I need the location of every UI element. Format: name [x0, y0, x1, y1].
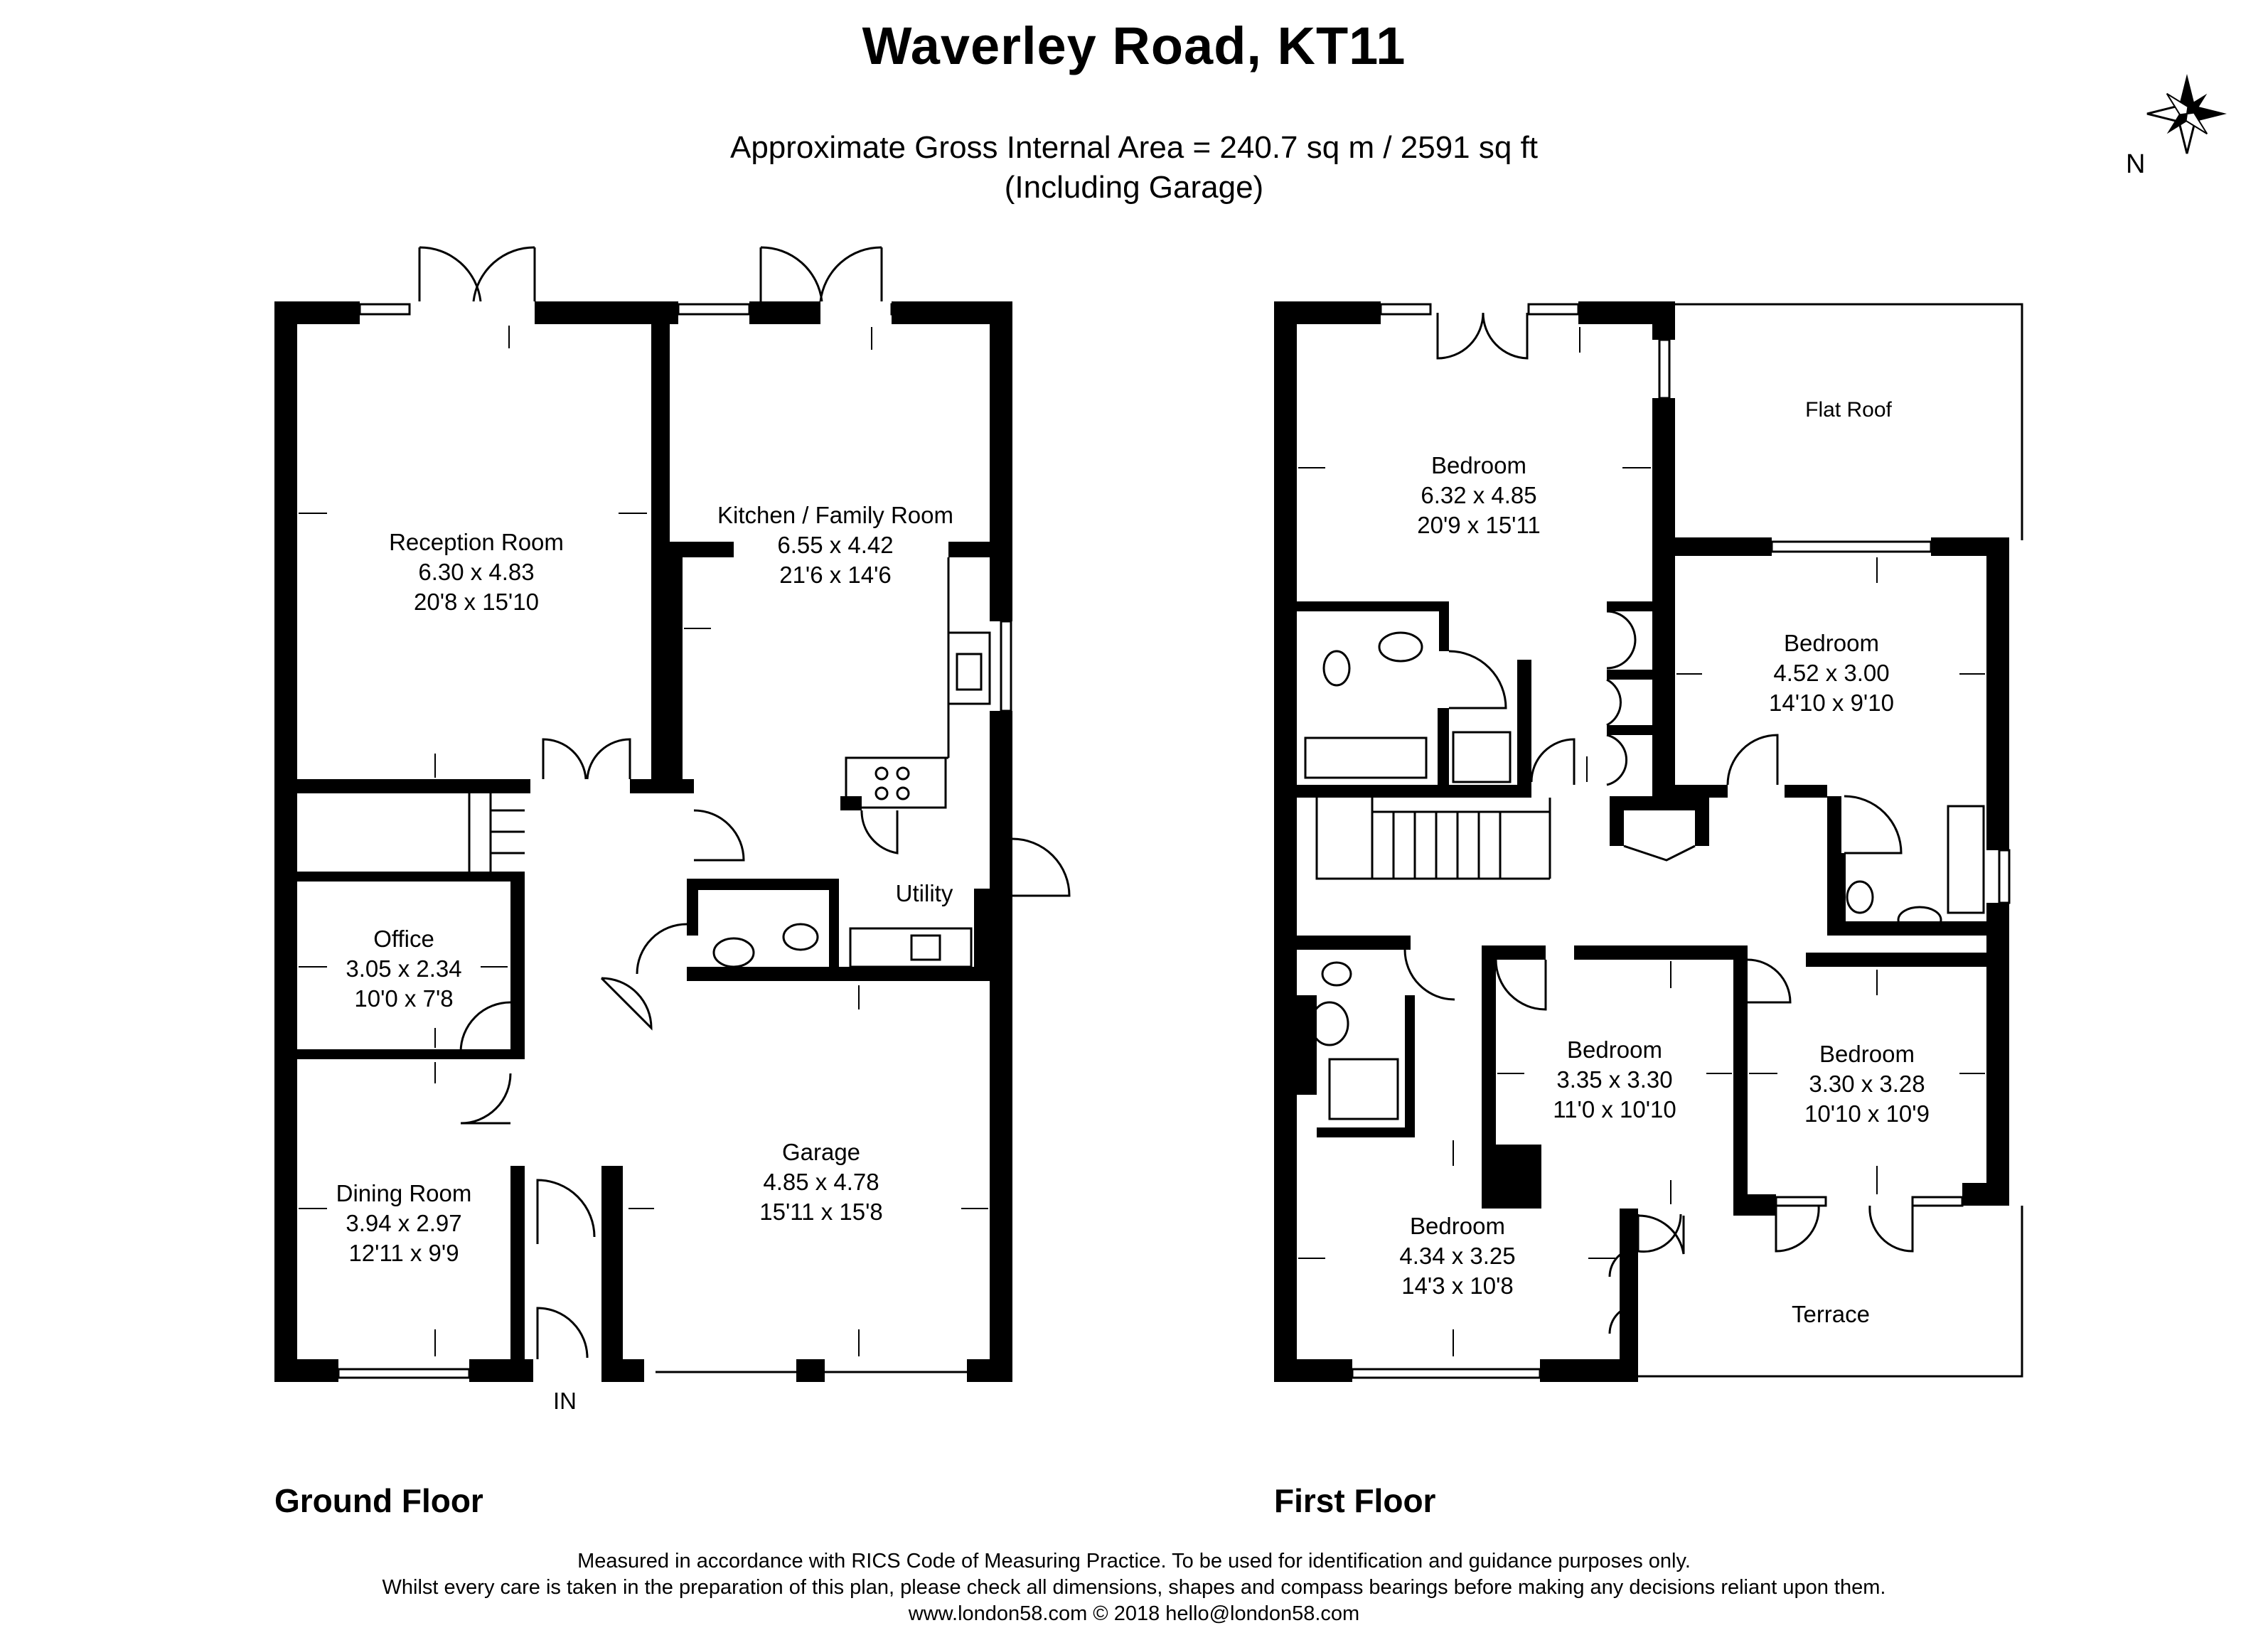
first-floor-doors: [1304, 312, 1985, 1334]
room-label-bedroom-3: Bedroom 3.35 x 3.30 11'0 x 10'10: [1496, 1035, 1733, 1125]
gross-area-note: (Including Garage): [1004, 170, 1264, 205]
room-label-bedroom-2: Bedroom 4.52 x 3.00 14'10 x 9'10: [1675, 628, 1988, 718]
room-metric: 4.34 x 3.25: [1399, 1243, 1516, 1269]
footer-line-2: Whilst every care is taken in the prepar…: [382, 1576, 1886, 1599]
ground-floor-walls: [274, 301, 1012, 1382]
first-floor-plan: [1274, 301, 2023, 1382]
room-label-bedroom-1: Bedroom 6.32 x 4.85 20'9 x 15'11: [1301, 451, 1657, 540]
room-name: Flat Roof: [1805, 398, 1892, 422]
room-name: Reception Room: [389, 529, 564, 555]
room-name: Bedroom: [1819, 1041, 1915, 1067]
room-imperial: 14'10 x 9'10: [1769, 690, 1894, 716]
room-metric: 6.30 x 4.83: [418, 559, 535, 585]
footer-line-1: Measured in accordance with RICS Code of…: [577, 1550, 1691, 1572]
room-imperial: 21'6 x 14'6: [779, 562, 892, 588]
room-label-utility: Utility: [853, 879, 995, 909]
room-name: Bedroom: [1567, 1036, 1662, 1063]
room-imperial: 20'8 x 15'10: [414, 589, 539, 615]
room-label-terrace: Terrace: [1642, 1301, 2019, 1328]
room-imperial: 11'0 x 10'10: [1553, 1096, 1676, 1122]
room-metric: 4.85 x 4.78: [763, 1169, 879, 1195]
ground-floor-label: Ground Floor: [274, 1482, 483, 1519]
first-floor-dimension-arrows: [1298, 327, 1985, 1356]
room-name: Bedroom: [1784, 630, 1879, 656]
compass-icon: [2146, 74, 2227, 154]
room-label-bedroom-4: Bedroom 3.30 x 3.28 10'10 x 10'9: [1748, 1039, 1986, 1129]
room-name: Terrace: [1791, 1301, 1871, 1327]
footer-contact: www.london58.com © 2018 hello@london58.c…: [908, 1602, 1360, 1625]
room-label-kitchen: Kitchen / Family Room 6.55 x 4.42 21'6 x…: [668, 500, 1002, 590]
room-name: Bedroom: [1410, 1213, 1505, 1239]
room-metric: 3.30 x 3.28: [1809, 1071, 1925, 1097]
room-name: Office: [373, 926, 434, 952]
room-name: Utility: [895, 880, 953, 906]
room-label-garage: Garage 4.85 x 4.78 15'11 x 15'8: [654, 1137, 988, 1227]
ground-floor-plan: [274, 246, 1071, 1382]
room-metric: 3.35 x 3.30: [1556, 1066, 1673, 1093]
room-imperial: 10'10 x 10'9: [1804, 1100, 1930, 1127]
room-metric: 3.05 x 2.34: [346, 955, 462, 982]
page-title: Waverley Road, KT11: [862, 16, 1406, 75]
room-metric: 6.55 x 4.42: [777, 532, 894, 558]
room-imperial: 20'9 x 15'11: [1417, 512, 1541, 538]
room-name: Dining Room: [336, 1180, 472, 1206]
room-imperial: 12'11 x 9'9: [348, 1240, 459, 1266]
first-floor-label: First Floor: [1274, 1482, 1436, 1519]
ground-floor-windows: [276, 303, 1012, 1379]
room-imperial: 15'11 x 15'8: [759, 1199, 883, 1225]
room-label-bedroom-5: Bedroom 4.34 x 3.25 14'3 x 10'8: [1308, 1211, 1607, 1301]
room-name: Bedroom: [1431, 452, 1526, 478]
first-floor-outlines: [1638, 303, 2023, 1378]
room-name: Garage: [781, 1139, 861, 1165]
room-imperial: 14'3 x 10'8: [1401, 1272, 1514, 1299]
room-label-office: Office 3.05 x 2.34 10'0 x 7'8: [297, 924, 510, 1014]
compass-north-label: N: [2126, 149, 2146, 179]
ground-floor-doors: [418, 246, 1071, 1359]
room-label-flat-roof: Flat Roof: [1678, 398, 2019, 422]
gross-area-line: Approximate Gross Internal Area = 240.7 …: [729, 130, 1539, 165]
first-floor-walls: [1274, 301, 2009, 1382]
room-name: Kitchen / Family Room: [717, 502, 953, 528]
first-floor-windows: [1275, 303, 2011, 1379]
room-label-dining: Dining Room 3.94 x 2.97 12'11 x 9'9: [297, 1179, 510, 1268]
gross-area-summary: Approximate Gross Internal Area = 240.7 …: [0, 128, 2268, 208]
room-metric: 4.52 x 3.00: [1773, 660, 1890, 686]
room-imperial: 10'0 x 7'8: [354, 985, 454, 1012]
room-label-reception: Reception Room 6.30 x 4.83 20'8 x 15'10: [299, 527, 654, 617]
entrance-label: IN: [553, 1388, 577, 1414]
footer-disclaimer: Measured in accordance with RICS Code of…: [0, 1548, 2268, 1627]
room-metric: 6.32 x 4.85: [1421, 482, 1537, 508]
ground-floor-dimension-arrows: [299, 326, 988, 1356]
room-metric: 3.94 x 2.97: [346, 1210, 462, 1236]
